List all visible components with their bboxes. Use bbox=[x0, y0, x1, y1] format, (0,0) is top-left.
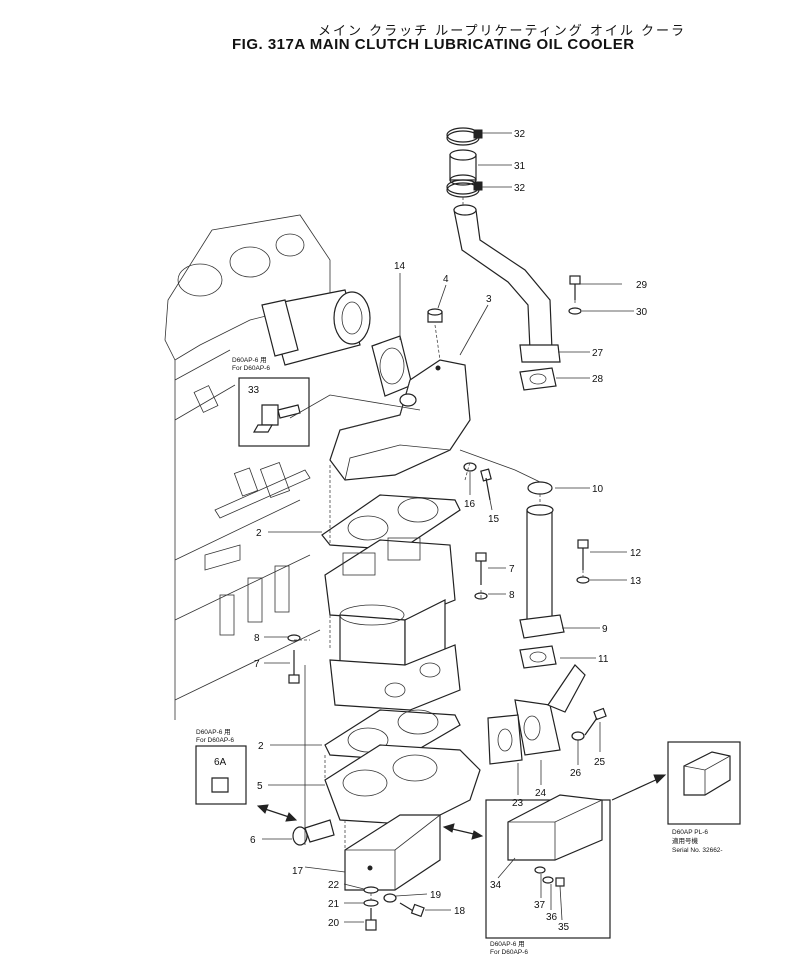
engine-pipe-assembly bbox=[261, 289, 371, 366]
arrow-right bbox=[611, 774, 667, 801]
part-label-2b: 2 bbox=[258, 741, 264, 752]
gasket-11 bbox=[519, 645, 557, 669]
plug-4 bbox=[427, 308, 443, 323]
bolt-18 bbox=[399, 902, 425, 918]
part-label-12: 12 bbox=[630, 548, 642, 559]
washer-22 bbox=[363, 886, 379, 894]
part-label-36: 36 bbox=[546, 912, 558, 923]
part-label-3: 3 bbox=[486, 294, 492, 305]
gasket-14 bbox=[371, 335, 413, 397]
o-ring-10 bbox=[527, 481, 553, 495]
bolt-29 bbox=[569, 275, 581, 300]
inset-box-6a bbox=[195, 745, 247, 805]
part-label-7b: 7 bbox=[254, 659, 260, 670]
note-1-jp: D60AP-6 用 bbox=[232, 356, 267, 364]
part-label-34: 34 bbox=[490, 880, 502, 891]
part-label-17: 17 bbox=[292, 866, 304, 877]
part-label-25: 25 bbox=[594, 757, 606, 768]
washer-13 bbox=[576, 576, 590, 584]
pipe-27 bbox=[453, 204, 561, 363]
washer-21 bbox=[363, 899, 379, 907]
washer-19 bbox=[383, 893, 397, 903]
part-label-13: 13 bbox=[630, 576, 642, 587]
hose-31 bbox=[449, 149, 477, 186]
bolt-12 bbox=[577, 539, 589, 570]
part-label-18: 18 bbox=[454, 906, 466, 917]
part-label-9: 9 bbox=[602, 624, 608, 635]
note-3-en: For D60AP-6 bbox=[490, 949, 528, 956]
part-label-26: 26 bbox=[570, 768, 582, 779]
part-label-4: 4 bbox=[443, 274, 449, 285]
oil-cooler-body bbox=[324, 537, 461, 711]
bolt-25 bbox=[584, 707, 607, 736]
bolt-7-right bbox=[475, 552, 487, 585]
inset-box-33 bbox=[238, 377, 310, 447]
part-label-6a: 6A bbox=[214, 757, 227, 768]
drain-cock-6 bbox=[292, 819, 335, 846]
bolt-20 bbox=[365, 908, 377, 931]
part-label-32a: 32 bbox=[514, 129, 526, 140]
cover-3 bbox=[329, 359, 471, 481]
part-label-10: 10 bbox=[592, 484, 604, 495]
arrow-left bbox=[256, 804, 298, 822]
washer-8-left bbox=[287, 634, 301, 642]
washer-30 bbox=[568, 307, 582, 315]
part-label-24: 24 bbox=[535, 788, 547, 799]
part-label-8a: 8 bbox=[509, 590, 515, 601]
part-label-16: 16 bbox=[464, 499, 476, 510]
leader-lines bbox=[262, 132, 634, 923]
part-label-22: 22 bbox=[328, 880, 340, 891]
elbow-24 bbox=[514, 664, 586, 756]
part-label-23: 23 bbox=[512, 798, 524, 809]
part-label-5: 5 bbox=[257, 781, 263, 792]
washer-16 bbox=[463, 462, 477, 472]
note-1-en: For D60AP-6 bbox=[232, 365, 270, 372]
part-label-30: 30 bbox=[636, 307, 648, 318]
part-label-19: 19 bbox=[430, 890, 442, 901]
gasket-28 bbox=[519, 367, 557, 391]
arrow-middle bbox=[442, 823, 484, 840]
title-japanese: メイン クラッチ ループリケーティング オイル クーラ bbox=[318, 24, 686, 39]
inset-box-serial-variant bbox=[667, 741, 741, 825]
bolt-15 bbox=[480, 468, 492, 501]
part-label-7a: 7 bbox=[509, 564, 515, 575]
part-label-35: 35 bbox=[558, 922, 570, 933]
inset-box-bracket-34 bbox=[485, 794, 611, 939]
part-label-2a: 2 bbox=[256, 528, 262, 539]
part-labels: 32 31 32 29 30 14 4 3 27 28 33 10 16 15 … bbox=[214, 129, 648, 933]
washer-26 bbox=[571, 731, 585, 741]
part-label-29: 29 bbox=[636, 280, 648, 291]
part-label-33: 33 bbox=[248, 385, 260, 396]
part-label-31: 31 bbox=[514, 161, 526, 172]
note-2-en: For D60AP-6 bbox=[196, 737, 234, 744]
bracket-17 bbox=[344, 814, 441, 891]
part-label-15: 15 bbox=[488, 514, 500, 525]
cover-5 bbox=[324, 744, 481, 826]
bolt-7-left bbox=[288, 650, 300, 684]
note-4-serial: Serial No. 32662- bbox=[672, 847, 723, 854]
hose-clamp-upper bbox=[446, 127, 483, 146]
part-label-27: 27 bbox=[592, 348, 604, 359]
part-label-11: 11 bbox=[598, 654, 609, 665]
part-label-20: 20 bbox=[328, 918, 340, 929]
part-label-32b: 32 bbox=[514, 183, 526, 194]
engine-block bbox=[164, 214, 331, 720]
note-4-model: D60AP PL-6 bbox=[672, 829, 708, 836]
note-3-jp: D60AP-6 用 bbox=[490, 940, 525, 948]
note-2-jp: D60AP-6 用 bbox=[196, 728, 231, 736]
applicability-notes: D60AP-6 用 For D60AP-6 D60AP-6 用 For D60A… bbox=[196, 356, 723, 956]
part-label-37: 37 bbox=[534, 900, 546, 911]
gasket-23 bbox=[487, 714, 523, 765]
part-label-6: 6 bbox=[250, 835, 256, 846]
part-label-8b: 8 bbox=[254, 633, 260, 644]
part-label-28: 28 bbox=[592, 374, 604, 385]
figure-title: FIG. 317A MAIN CLUTCH LUBRICATING OIL CO… bbox=[232, 36, 635, 53]
part-label-21: 21 bbox=[328, 899, 340, 910]
gasket-2-upper bbox=[321, 494, 461, 551]
assembly-guide-lines bbox=[289, 197, 584, 900]
part-label-14: 14 bbox=[394, 261, 406, 272]
note-4-jp: 適用号機 bbox=[672, 836, 699, 845]
pipe-9 bbox=[519, 504, 565, 639]
